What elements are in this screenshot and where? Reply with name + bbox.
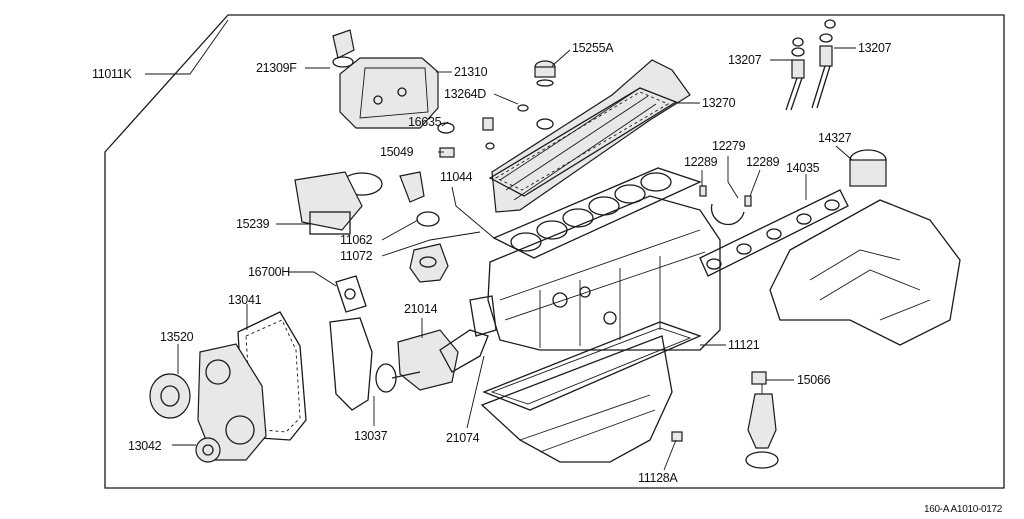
label-12289-left: 12289 <box>684 155 718 169</box>
head-gasket-11044 <box>492 167 702 259</box>
label-21309F: 21309F <box>256 61 297 75</box>
label-21074: 21074 <box>446 431 480 445</box>
front-cover <box>197 343 267 461</box>
water-pump-21014 <box>375 329 459 393</box>
label-13037: 13037 <box>354 429 388 443</box>
oil-filler-cap <box>534 60 556 87</box>
label-12279: 12279 <box>712 139 746 153</box>
diagram-frame <box>104 14 1005 489</box>
label-21014: 21014 <box>404 302 438 316</box>
label-21310: 21310 <box>454 65 488 79</box>
water-outlet-15239 <box>294 171 383 235</box>
label-15239: 15239 <box>236 217 270 231</box>
label-13207-right: 13207 <box>858 41 892 55</box>
label-13207-left: 13207 <box>728 53 762 67</box>
label-11062: 11062 <box>340 233 373 247</box>
leader-lines <box>145 19 856 471</box>
clips-12279-12289 <box>699 185 752 226</box>
thermostat-housing <box>399 171 440 227</box>
manifold-gasket-14035 <box>699 189 849 277</box>
label-13520: 13520 <box>160 330 194 344</box>
oil-pan-gasket-11121 <box>482 321 702 411</box>
label-16700H: 16700H <box>248 265 290 279</box>
label-12289-right: 12289 <box>746 155 780 169</box>
label-13264D: 13264D <box>444 87 486 101</box>
crank-seal-13042 <box>195 437 221 463</box>
cover-gasket-13270 <box>488 87 678 197</box>
label-11044: 11044 <box>440 170 473 184</box>
label-assembly-11011K: 11011K <box>92 67 132 81</box>
breather-parts <box>437 104 529 158</box>
gasket-16700H <box>335 275 367 313</box>
label-14035: 14035 <box>786 161 820 175</box>
valve-13207-right <box>811 19 836 109</box>
water-inlet-11072 <box>409 243 449 283</box>
label-11121: 11121 <box>728 338 760 352</box>
engine-block <box>469 195 721 351</box>
rocker-cover <box>491 59 691 213</box>
label-15066: 15066 <box>797 373 831 387</box>
front-cover-gasket-13037 <box>329 317 373 411</box>
pump-gasket-21074 <box>439 329 489 373</box>
label-13042: 13042 <box>128 439 162 453</box>
drain-plug-11128A <box>671 431 683 442</box>
label-16635: 16635 <box>408 115 442 129</box>
label-14327: 14327 <box>818 131 852 145</box>
oil-seal-13520 <box>149 373 191 419</box>
label-11072: 11072 <box>340 249 373 263</box>
oil-pump <box>745 371 779 469</box>
exhaust-manifold <box>769 149 961 346</box>
label-15255A: 15255A <box>572 41 614 55</box>
valve-13207-left <box>785 37 805 111</box>
label-13041: 13041 <box>228 293 262 307</box>
oil-pan <box>480 335 673 463</box>
side-cover-21310 <box>332 29 439 129</box>
label-11128A: 11128A <box>638 471 678 485</box>
label-13270: 13270 <box>702 96 736 110</box>
reference-code: 160-A A1010-0172 <box>924 504 1003 515</box>
label-15049: 15049 <box>380 145 414 159</box>
